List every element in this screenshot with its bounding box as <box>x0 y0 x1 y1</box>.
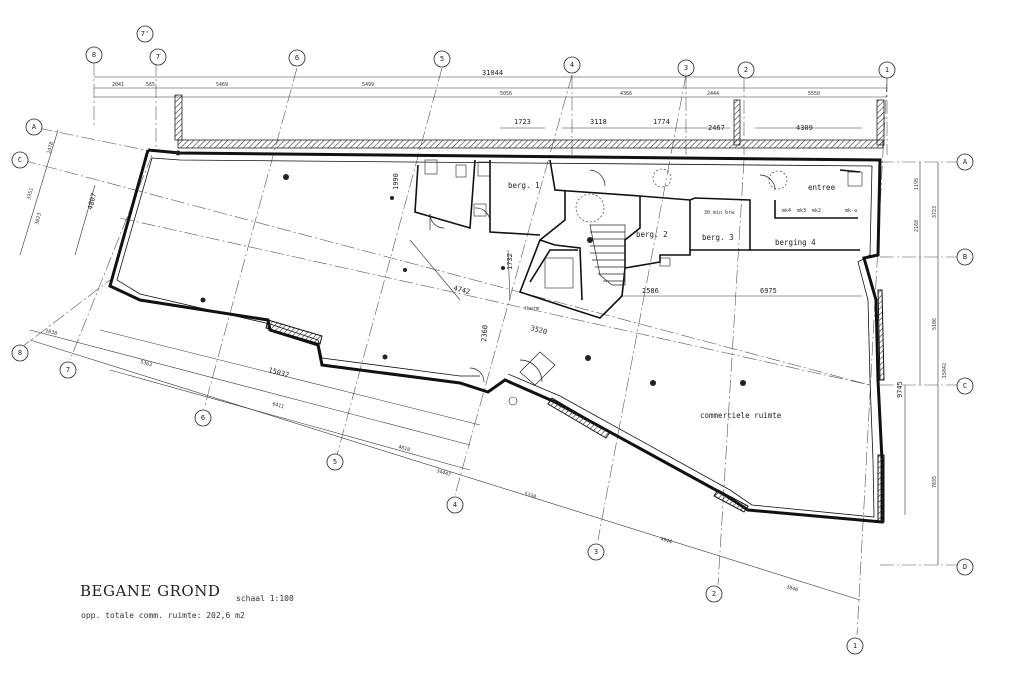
dim-bot-4944: 4944 <box>659 536 672 545</box>
grid-label-d-right: D <box>963 563 967 571</box>
dim-bot-4010: 4010 <box>397 444 410 453</box>
grid-bubbles <box>11 25 974 655</box>
room-label-commercial: commerciele ruimte <box>700 411 782 420</box>
dim-2586: 2586 <box>642 287 659 295</box>
dim-bot-6411: 6411 <box>271 401 284 410</box>
dim-2360: 2360 <box>480 325 489 342</box>
grid-label-3-top: 3 <box>684 64 688 72</box>
dim-right-2168: 2168 <box>914 220 920 232</box>
drawing-scale: schaal 1:100 <box>236 594 294 603</box>
grid-label-c-left: C <box>18 156 22 164</box>
dim-bot-3840: 3840 <box>785 584 798 593</box>
grid-lines <box>17 62 960 636</box>
dim-left-3351: 3351 <box>26 187 35 200</box>
dim-2467: 2467 <box>708 124 725 132</box>
grid-label-b-right: B <box>963 253 967 261</box>
grid-label-7-bottom: 7 <box>66 366 70 374</box>
dim-left-3023: 3023 <box>34 212 43 225</box>
grid-label-a-right: A <box>963 158 968 166</box>
dim-4807: 4807 <box>86 192 98 210</box>
room-label-berg3: berg. 3 <box>702 233 734 242</box>
meter-label-mka: mk-a <box>845 208 857 214</box>
grid-label-6-bottom: 6 <box>201 414 205 422</box>
grid-label-7a-top: 7' <box>141 30 149 38</box>
dim-bot-5363: 5363 <box>139 359 152 368</box>
dim-1732: 1732 <box>506 253 514 270</box>
dim-4309: 4309 <box>796 124 813 132</box>
building-outline <box>108 148 884 524</box>
meter-label-mk2: mk2 <box>812 208 821 214</box>
room-label-berg1: berg. 1 <box>508 181 540 190</box>
grid-label-2-top: 2 <box>744 66 748 74</box>
grid-label-4-bottom: 4 <box>453 501 457 509</box>
drawing-title: BEGANE GROND <box>80 582 221 600</box>
dim-1723: 1723 <box>514 118 531 126</box>
drawing-area-note: opp. totale comm. ruimte: 202,6 m2 <box>81 611 245 620</box>
grid-label-1-top: 1 <box>885 66 889 74</box>
grid-label-1-bottom: 1 <box>853 642 857 650</box>
grid-label-a-left: A <box>32 123 37 131</box>
grid-label-6-top: 6 <box>295 54 299 62</box>
grid-label-7-top: 7 <box>156 53 160 61</box>
grid-label-8-bottom: 8 <box>18 349 22 357</box>
dim-right-3723: 3723 <box>932 206 938 218</box>
dim-3520: 3520 <box>529 324 547 336</box>
room-label-berging4: berging 4 <box>775 238 816 247</box>
dim-right-15042: 15042 <box>942 363 948 378</box>
meter-label-mk4: mk4 <box>782 208 791 214</box>
dim-top-e: 5056 <box>500 91 512 97</box>
dim-9745: 9745 <box>896 381 904 398</box>
room-label-berg2: berg. 2 <box>636 230 668 239</box>
staircase <box>589 224 626 286</box>
dim-bot-5338: 5338 <box>523 491 536 500</box>
grid-label-2-bottom: 2 <box>712 590 716 598</box>
dim-top-b: 565 <box>146 82 155 88</box>
dim-total-top: 31044 <box>482 69 503 77</box>
dim-top-h: 5550 <box>808 91 820 97</box>
grid-label-c-right: C <box>963 382 967 390</box>
grid-label-5-top: 5 <box>440 55 444 63</box>
dim-6975: 6975 <box>760 287 777 295</box>
dim-15032: 15032 <box>267 366 289 379</box>
dim-top-f: 4366 <box>620 91 632 97</box>
wall-segments <box>265 289 885 523</box>
grid-label-4-top: 4 <box>570 61 574 69</box>
grid-label-3-bottom: 3 <box>594 548 598 556</box>
dim-right-1195: 1195 <box>914 178 920 190</box>
dim-left-1478: 1478 <box>46 141 55 154</box>
dim-top-d: 5499 <box>362 82 374 88</box>
dim-top-g: 2444 <box>707 91 719 97</box>
columns <box>175 150 746 386</box>
dim-3118: 3118 <box>590 118 607 126</box>
dimension-lines <box>19 76 939 601</box>
dim-top-c: 5469 <box>216 82 228 88</box>
dim-right-5106: 5106 <box>932 318 938 330</box>
room-label-therm: therm <box>524 306 539 312</box>
dim-left-1038: 1038 <box>44 328 57 337</box>
dim-1774: 1774 <box>653 118 670 126</box>
meter-label-mk3: mk3 <box>797 208 806 214</box>
dim-1990: 1990 <box>392 173 400 190</box>
dim-right-7035: 7035 <box>932 476 938 488</box>
grid-label-8-top: 8 <box>92 51 96 59</box>
room-label-entree: entree <box>808 183 836 192</box>
doors <box>429 169 776 386</box>
dim-bot-34447: 34447 <box>435 468 451 478</box>
top-wall <box>174 94 885 149</box>
fixtures <box>424 159 863 406</box>
grid-label-5-bottom: 5 <box>333 458 337 466</box>
room-label-30min: 30 min brw <box>704 210 735 216</box>
dim-top-a: 2041 <box>112 82 124 88</box>
